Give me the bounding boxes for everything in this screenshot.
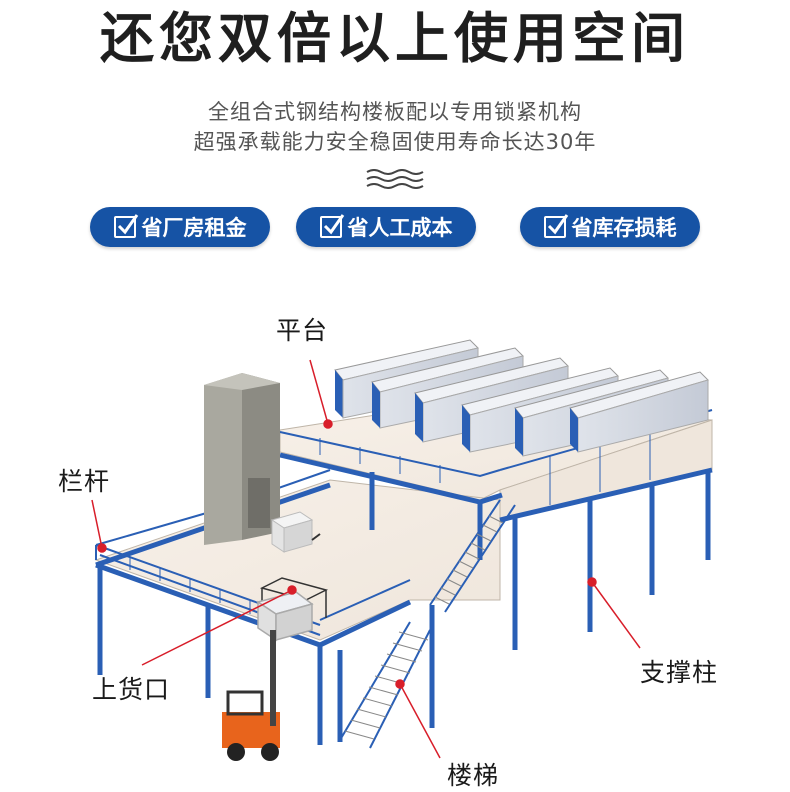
checkbox-icon bbox=[319, 214, 344, 238]
lower-deck bbox=[94, 479, 501, 641]
checkbox-icon bbox=[543, 214, 568, 238]
cargo-pallet bbox=[270, 511, 321, 553]
badge-label: 省厂房租金 bbox=[141, 216, 247, 240]
wave-icon bbox=[366, 169, 424, 189]
headline: 还您双倍以上使用空间 bbox=[100, 7, 690, 70]
callout-stairs: 楼梯 bbox=[447, 761, 500, 790]
stair-treads bbox=[344, 515, 504, 740]
callout-loading-dock: 上货口 bbox=[92, 675, 171, 704]
badge-label: 省人工成本 bbox=[347, 216, 453, 240]
railing-posts bbox=[129, 428, 651, 625]
subtitle-line-1: 全组合式钢结构楼板配以专用锁紧机构 bbox=[208, 100, 582, 124]
callout-railing: 栏杆 bbox=[58, 467, 111, 496]
forklift bbox=[222, 630, 280, 761]
badge-save-labor: 省人工成本 bbox=[296, 207, 476, 247]
checkbox-icon bbox=[113, 214, 138, 238]
lift-tower bbox=[204, 373, 280, 545]
storage-racks bbox=[334, 339, 709, 457]
callout-support-column: 支撑柱 bbox=[640, 658, 719, 687]
subtitle-line-2: 超强承载能力安全稳固使用寿命长达30年 bbox=[193, 130, 597, 154]
mezzanine-illustration bbox=[91, 339, 713, 761]
callout-platform: 平台 bbox=[276, 316, 329, 345]
badge-save-rent: 省厂房租金 bbox=[90, 207, 270, 247]
callout-pointers bbox=[91, 359, 641, 759]
badge-save-inventory: 省库存损耗 bbox=[520, 207, 700, 247]
support-columns bbox=[97, 470, 711, 745]
badge-label: 省库存损耗 bbox=[571, 216, 677, 240]
